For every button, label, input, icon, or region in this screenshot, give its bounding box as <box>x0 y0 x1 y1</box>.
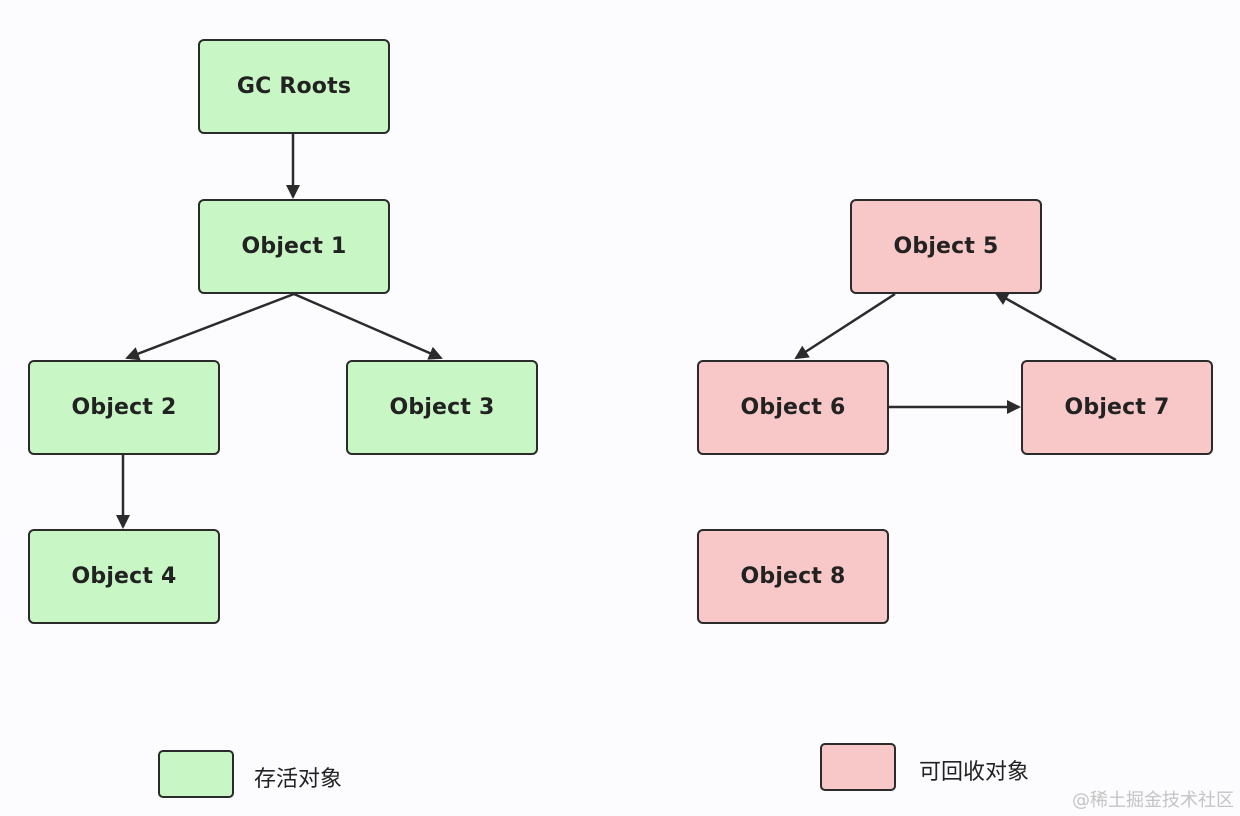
legend-label-collectable: 可回收对象 <box>919 760 1030 785</box>
node-gc-roots: GC Roots <box>198 39 390 134</box>
node-object-3: Object 3 <box>346 360 538 455</box>
node-object-2: Object 2 <box>28 360 220 455</box>
edge-object1-object2 <box>125 292 295 361</box>
edge-object5-object6 <box>794 292 896 360</box>
legend-swatch-collectable <box>820 743 896 791</box>
edge-object1-object3 <box>293 292 443 360</box>
node-object-5: Object 5 <box>850 199 1042 294</box>
edge-object7-object5 <box>994 291 1117 362</box>
node-object-8: Object 8 <box>697 529 889 624</box>
legend-swatch-live <box>158 750 234 798</box>
node-object-4: Object 4 <box>28 529 220 624</box>
watermark: @稀土掘金技术社区 <box>1072 790 1234 811</box>
node-object-1: Object 1 <box>198 199 390 294</box>
node-object-6: Object 6 <box>697 360 889 455</box>
node-object-7: Object 7 <box>1021 360 1213 455</box>
legend-label-live: 存活对象 <box>254 767 343 792</box>
